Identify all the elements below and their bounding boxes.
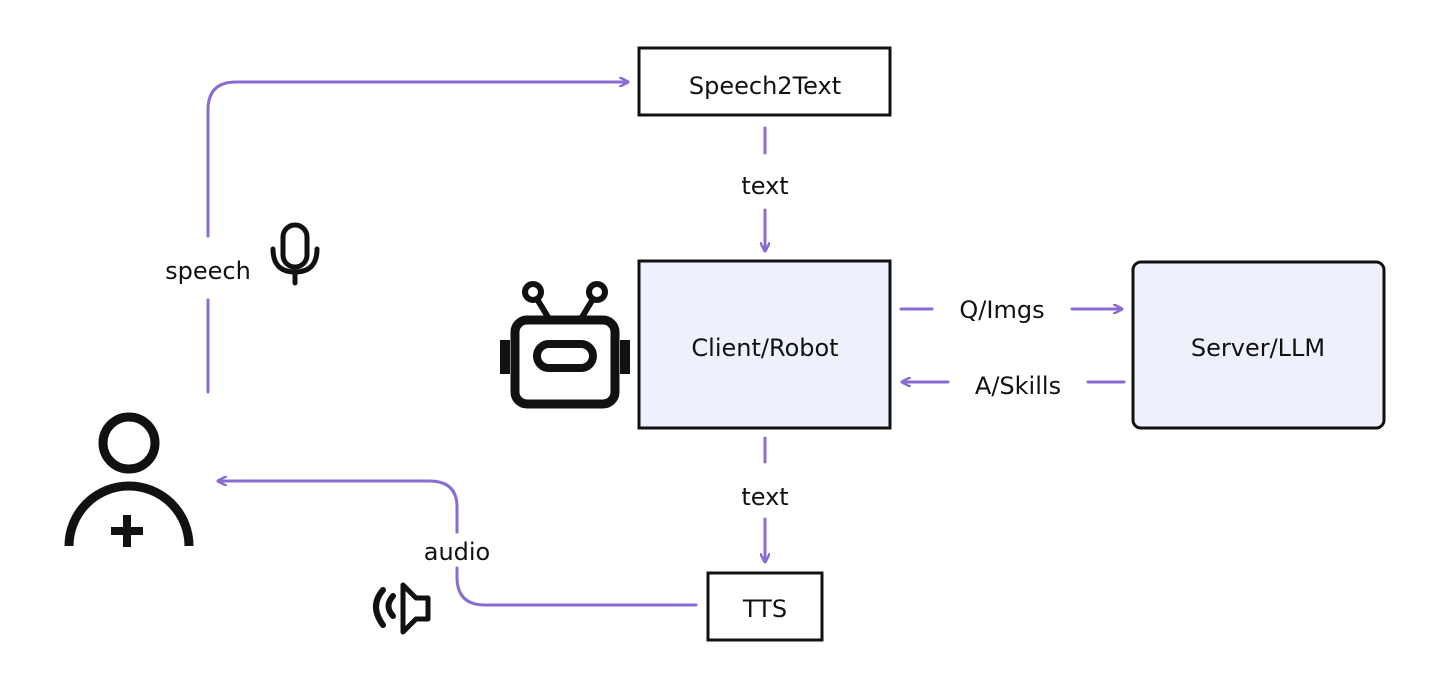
text-in-label: text <box>741 172 788 200</box>
node-server-llm: Server/LLM <box>1131 260 1386 430</box>
client-robot-label: Client/Robot <box>691 334 838 362</box>
answer-label: A/Skills <box>975 372 1061 400</box>
user-icon <box>64 412 194 547</box>
speech2text-label: Speech2Text <box>689 72 841 100</box>
edge-audio-upper <box>216 481 459 534</box>
speech-label: speech <box>165 257 251 285</box>
audio-label: audio <box>424 538 491 566</box>
tts-label: TTS <box>742 595 787 623</box>
text-out-label: text <box>741 483 788 511</box>
speaker-icon <box>373 582 431 635</box>
node-speech2text: Speech2Text <box>637 46 892 117</box>
node-client-robot: Client/Robot <box>637 259 892 430</box>
robot-icon <box>500 281 630 409</box>
query-label: Q/Imgs <box>959 296 1044 324</box>
microphone-icon <box>270 222 320 286</box>
node-tts: TTS <box>706 571 824 642</box>
edges <box>206 82 1126 607</box>
server-llm-label: Server/LLM <box>1191 334 1325 362</box>
edge-speech-upper <box>206 82 630 238</box>
edge-audio-lower <box>455 566 698 607</box>
